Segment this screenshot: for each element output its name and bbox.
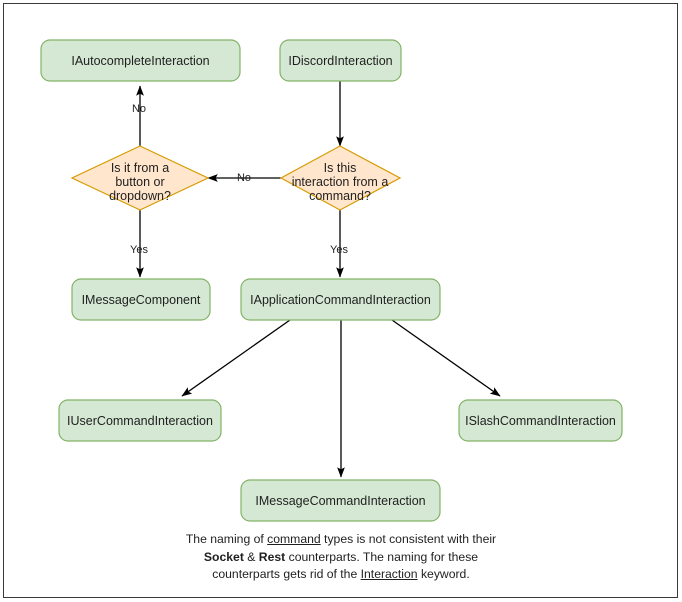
edge-label-yes-right: Yes: [330, 244, 348, 256]
node-decision-button-or-dropdown[interactable]: Is it from a button or dropdown?: [70, 145, 210, 211]
node-decision-button-or-dropdown-shape[interactable]: [70, 145, 210, 211]
node-user-command-interaction[interactable]: IUserCommandInteraction: [58, 399, 222, 442]
caption-l1-underline-command: command: [267, 532, 321, 546]
node-message-component-label: IMessageComponent: [82, 293, 201, 307]
node-message-command-interaction[interactable]: IMessageCommandInteraction: [240, 479, 441, 522]
node-user-command-interaction-label: IUserCommandInteraction: [67, 414, 213, 428]
caption-l2-bold-socket: Socket: [203, 549, 244, 564]
edge-label-no-left: No: [237, 172, 251, 184]
node-autocomplete-interaction[interactable]: IAutocompleteInteraction: [40, 39, 241, 82]
node-application-command-interaction-label: IApplicationCommandInteraction: [250, 293, 431, 307]
node-decision-button-line-3: dropdown?: [109, 189, 171, 203]
node-discord-interaction[interactable]: IDiscordInteraction: [279, 39, 402, 82]
caption-l1-text-b: types is not consistent with their: [320, 532, 497, 546]
edge-label-yes-left: Yes: [130, 244, 148, 256]
node-discord-interaction-label: IDiscordInteraction: [288, 54, 392, 68]
node-user-command-interaction-shape[interactable]: [58, 399, 222, 442]
caption-line-1: The naming of command types is not consi…: [0, 531, 682, 549]
caption-l3-text-b: keyword.: [417, 567, 470, 581]
caption-l2-bold-rest: Rest: [258, 549, 286, 564]
node-application-command-interaction[interactable]: IApplicationCommandInteraction: [240, 278, 441, 321]
diagram-caption: The naming of command types is not consi…: [0, 531, 682, 584]
node-autocomplete-interaction-label: IAutocompleteInteraction: [71, 54, 209, 68]
caption-line-3: counterparts gets rid of the Interaction…: [0, 566, 682, 584]
node-message-component-shape[interactable]: [71, 278, 211, 321]
edge-application-command-to-user-command: [181, 319, 291, 397]
node-message-command-interaction-shape[interactable]: [240, 479, 441, 522]
node-discord-interaction-shape[interactable]: [279, 39, 402, 82]
node-decision-button-line-2: button or: [115, 175, 164, 189]
node-slash-command-interaction-label: ISlashCommandInteraction: [465, 414, 616, 428]
caption-l2-text: counterparts. The naming for these: [285, 549, 479, 564]
caption-line-2: Socket & Rest counterparts. The naming f…: [0, 549, 682, 567]
node-decision-from-command-shape[interactable]: [279, 145, 402, 211]
caption-l2-ampersand: &: [243, 549, 259, 564]
caption-l1-text-a: The naming of: [185, 532, 268, 546]
node-autocomplete-interaction-shape[interactable]: [40, 39, 241, 82]
node-message-command-interaction-label: IMessageCommandInteraction: [255, 494, 425, 508]
node-decision-button-line-1: Is it from a: [111, 161, 169, 175]
edge-label-no-up: No: [132, 103, 146, 115]
node-decision-command-line-3: command?: [309, 189, 371, 203]
node-application-command-interaction-shape[interactable]: [240, 278, 441, 321]
node-decision-from-command[interactable]: Is this interaction from a command?: [279, 145, 402, 211]
node-decision-command-line-2: interaction from a: [292, 175, 389, 189]
node-decision-command-line-1: Is this: [324, 161, 357, 175]
node-message-component[interactable]: IMessageComponent: [71, 278, 211, 321]
node-slash-command-interaction-shape[interactable]: [458, 399, 623, 442]
edge-application-command-to-slash-command: [391, 319, 501, 397]
caption-l3-underline-interaction: Interaction: [360, 567, 418, 581]
caption-l3-text-a: counterparts gets rid of the: [212, 567, 361, 581]
node-slash-command-interaction[interactable]: ISlashCommandInteraction: [458, 399, 623, 442]
